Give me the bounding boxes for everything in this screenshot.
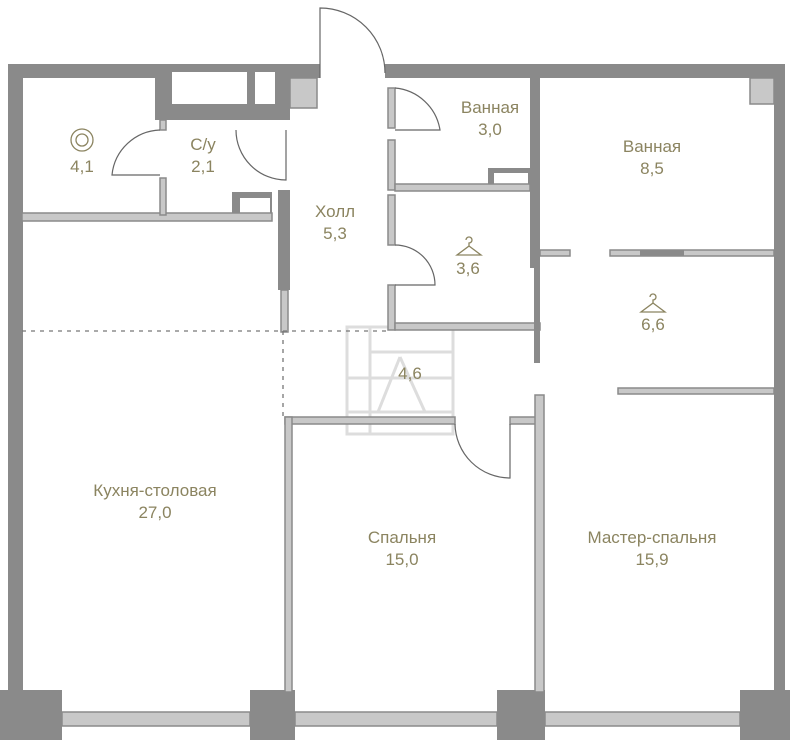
room-master-bedroom: Мастер-спальня 15,9 [587, 527, 716, 571]
room-bathroom-small: Ванная 3,0 [461, 97, 519, 141]
room-area: 8,5 [640, 159, 664, 178]
room-name: Мастер-спальня [587, 528, 717, 547]
room-corridor: 4,6 [398, 363, 422, 385]
doors [111, 7, 511, 479]
room-name: Ванная [460, 98, 520, 117]
hanger-icon [455, 236, 483, 256]
outer-walls [0, 64, 790, 740]
room-wardrobe-1: 3,6 [456, 258, 480, 280]
room-area: 15,0 [385, 550, 419, 569]
room-area: 3,6 [456, 259, 480, 278]
room-area: 2,1 [191, 157, 215, 176]
shafts [155, 64, 775, 220]
room-area: 15,9 [635, 550, 669, 569]
room-bathroom-large: Ванная 8,5 [623, 136, 681, 180]
room-area: 3,0 [478, 120, 502, 139]
room-area: 4,6 [398, 364, 422, 383]
interior-walls [21, 78, 775, 693]
room-bedroom: Спальня 15,0 [368, 527, 436, 571]
room-name: Ванная [622, 137, 682, 156]
zone-boundary [22, 330, 390, 418]
hanger-icon [639, 293, 667, 313]
room-area: 27,0 [138, 503, 172, 522]
room-area: 5,3 [323, 224, 347, 243]
room-wc: С/у 2,1 [190, 134, 216, 178]
room-wardrobe-2: 6,6 [641, 314, 665, 336]
washing-machine-icon [70, 128, 94, 152]
room-area: 6,6 [641, 315, 665, 334]
windows [61, 711, 741, 727]
room-kitchen-dining: Кухня-столовая 27,0 [93, 480, 216, 524]
room-name: Холл [314, 202, 356, 221]
room-name: Спальня [367, 528, 437, 547]
room-hall: Холл 5,3 [315, 201, 355, 245]
room-name: Кухня-столовая [93, 481, 217, 500]
room-area: 4,1 [70, 157, 94, 176]
room-laundry: 4,1 [70, 156, 94, 178]
room-name: С/у [190, 135, 216, 154]
